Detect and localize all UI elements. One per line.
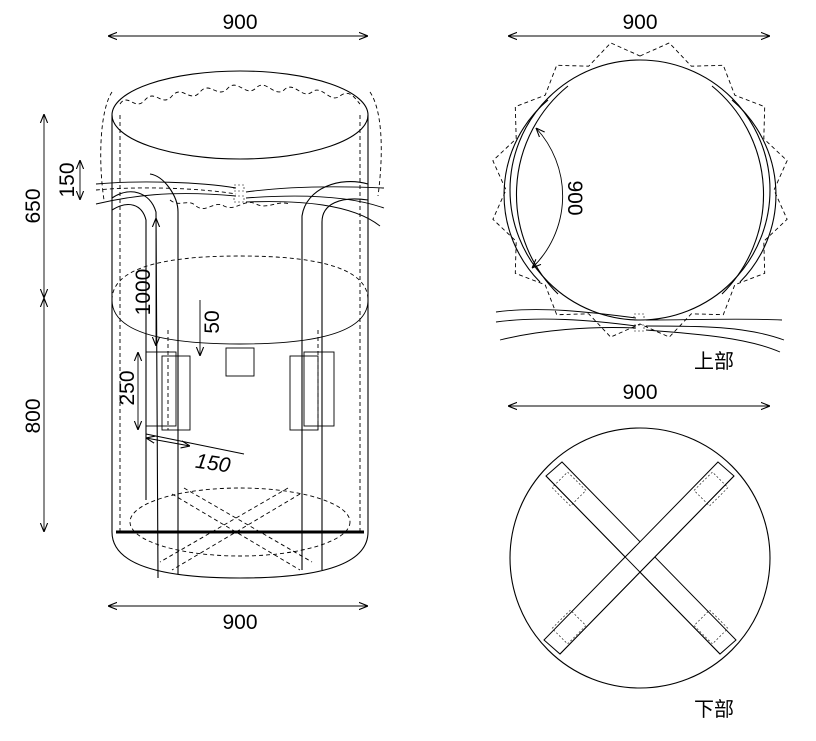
top-view-skirt-star xyxy=(492,42,788,338)
dim-50: 50 xyxy=(201,310,224,333)
lift-loop-right-inner xyxy=(321,198,369,570)
bottom-view-stitches xyxy=(551,471,729,645)
pocket-right-front xyxy=(303,351,335,427)
bottom-view: 900 下部 xyxy=(508,381,771,721)
bag-bottom-curve xyxy=(111,531,369,579)
top-view-circle xyxy=(509,59,771,321)
dim-1000: 1000 xyxy=(132,269,155,316)
mid-ellipse-front xyxy=(111,299,369,345)
top-view-loop-right-outer xyxy=(711,85,765,295)
dim-arc-900-label: 900 xyxy=(563,180,586,215)
tie-strap-left-b xyxy=(95,187,237,195)
dim-800: 800 xyxy=(22,398,45,433)
front-view: 900 xyxy=(22,11,385,634)
tie-strap-right-a xyxy=(245,186,385,193)
top-skirt-right-flap xyxy=(369,91,382,197)
base-ellipse xyxy=(129,487,351,557)
lift-loop-left xyxy=(111,191,159,579)
top-view-tie-right-a xyxy=(645,318,783,321)
bottom-view-strap-a-edge xyxy=(545,475,721,655)
dim-650: 650 xyxy=(22,188,45,223)
bottom-view-circle xyxy=(509,427,771,689)
top-view-caption: 上部 xyxy=(694,349,734,373)
base-cross-b xyxy=(159,487,301,571)
bottom-view-strap-b-edge xyxy=(559,475,735,655)
dim-top-width: 900 xyxy=(222,11,257,34)
skirt-mid-wave xyxy=(169,199,291,209)
discharge-spout-center xyxy=(225,347,255,377)
tie-buckle-lower xyxy=(233,195,245,203)
dim-ext-150-window xyxy=(146,438,190,446)
top-view-tie-left-c xyxy=(499,327,637,341)
lift-loop-right xyxy=(301,181,369,570)
tie-strap-left-c xyxy=(95,193,237,205)
dim-top-view-width: 900 xyxy=(622,11,657,34)
top-view-buckle-a xyxy=(633,313,645,321)
pocket-left-front xyxy=(161,355,191,431)
top-view-tie-left-a xyxy=(495,309,637,319)
top-view: 900 900 上部 xyxy=(492,11,788,373)
dim-bottom-view-width: 900 xyxy=(622,381,657,404)
top-skirt-wave xyxy=(119,84,361,105)
pocket-left-back xyxy=(145,351,177,427)
dim-150-window: 150 xyxy=(194,450,232,478)
bottom-view-caption: 下部 xyxy=(694,697,734,721)
top-view-buckle-b xyxy=(633,324,645,332)
lift-loop-left-inner xyxy=(149,173,179,574)
top-skirt-left-flap xyxy=(100,91,113,201)
dim-arc-900 xyxy=(532,128,564,268)
tie-buckle-upper xyxy=(233,184,245,192)
top-view-loop-left-inner xyxy=(503,99,549,283)
dim-250: 250 xyxy=(116,370,139,405)
dim-line-150-window xyxy=(145,433,245,455)
dim-150-loop: 150 xyxy=(56,162,79,197)
top-view-tie-right-c xyxy=(645,329,781,353)
bag-top-opening xyxy=(111,70,369,160)
top-view-tie-left-b xyxy=(495,318,637,327)
top-view-tie-right-b xyxy=(645,325,785,341)
tie-strap-right-b xyxy=(245,195,385,209)
top-view-loop-right-inner xyxy=(731,99,777,283)
dim-bottom-width: 900 xyxy=(222,611,257,634)
base-cross-a xyxy=(171,487,313,571)
tie-strap-right-c xyxy=(245,201,381,227)
tie-strap-left-a xyxy=(95,181,237,189)
